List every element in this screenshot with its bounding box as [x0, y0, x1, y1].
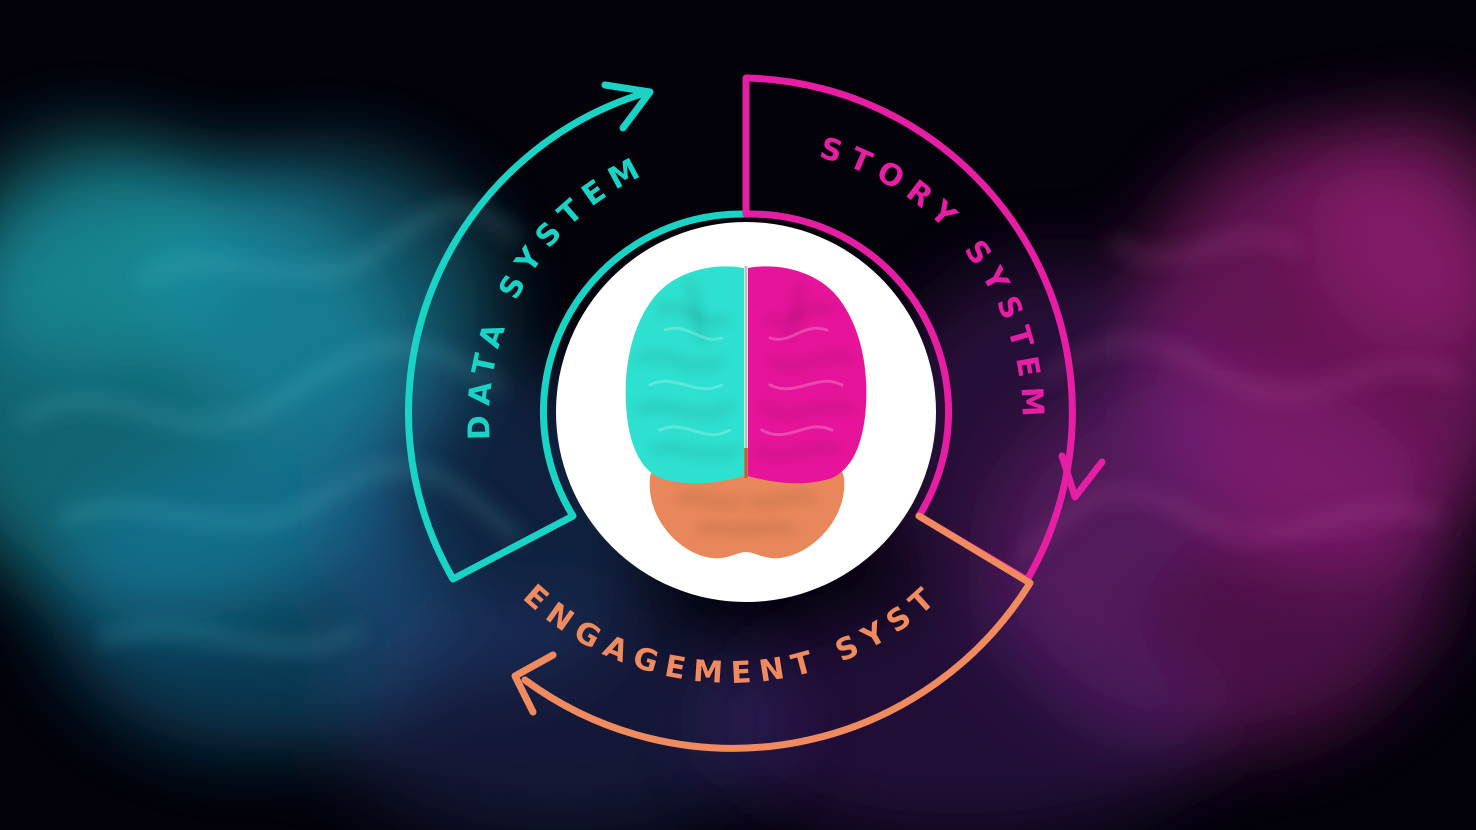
- engagement-system-band: [521, 512, 1034, 752]
- cycle-ring: [405, 74, 1106, 752]
- story-system-band: [742, 74, 1076, 584]
- brain-icon: [625, 266, 867, 559]
- left-smoke: [0, 130, 790, 830]
- story-system-arrowhead: [1058, 452, 1106, 501]
- engagement-system-arrowhead: [511, 651, 557, 716]
- data-system-arrowhead: [601, 81, 654, 132]
- data-system-band: [405, 88, 750, 583]
- right-smoke: [700, 110, 1476, 830]
